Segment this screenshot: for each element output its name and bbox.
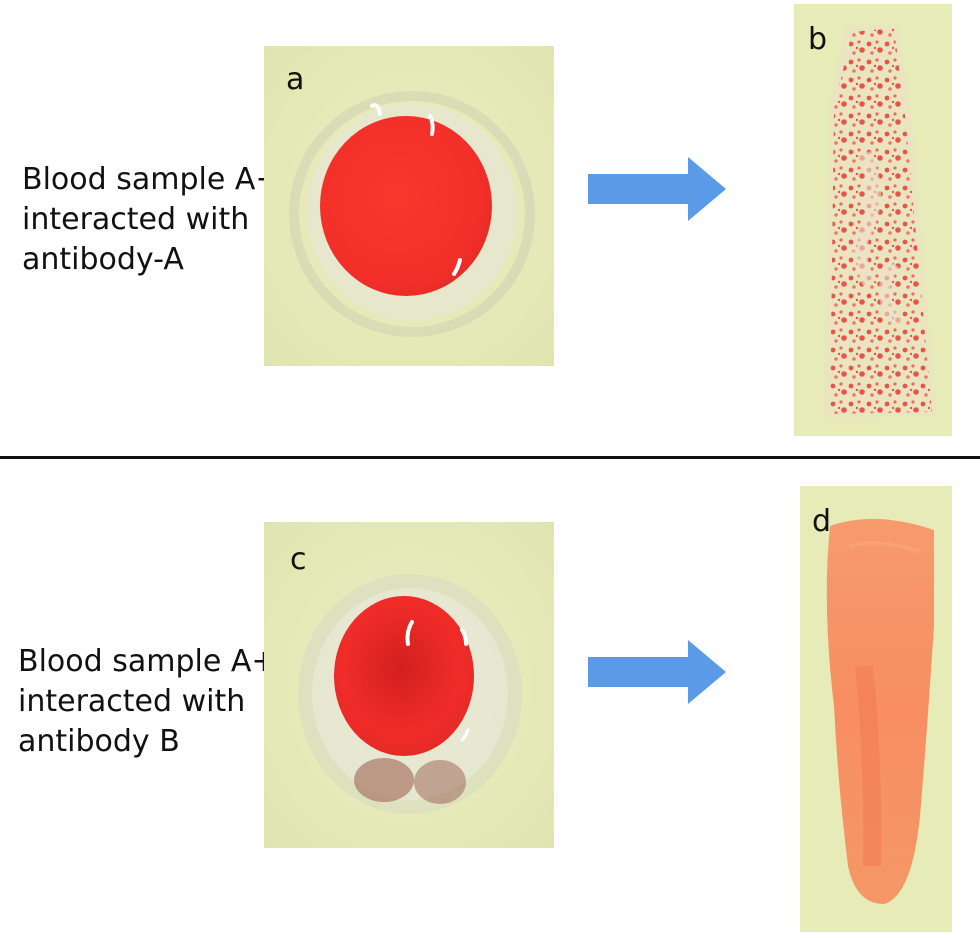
caption-bottom-line-3: antibody B <box>18 724 180 759</box>
row-divider <box>0 456 980 459</box>
arrow-right-icon <box>588 157 728 226</box>
photo-panel-d: d <box>800 486 952 932</box>
caption-bottom: Blood sample A+ interacted with antibody… <box>18 642 276 762</box>
caption-top: Blood sample A+ interacted with antibody… <box>22 160 280 280</box>
caption-top-line-2: interacted with <box>22 202 250 237</box>
panel-label-c: c <box>290 542 307 577</box>
caption-top-line-1: Blood sample A+ <box>22 162 281 197</box>
caption-bottom-line-1: Blood sample A+ <box>18 644 277 679</box>
panel-label-a: a <box>286 62 305 97</box>
panel-label-d: d <box>812 504 832 539</box>
photo-panel-c: c <box>264 522 554 848</box>
caption-top-line-3: antibody-A <box>22 242 184 277</box>
arrow-right-icon <box>588 640 728 709</box>
panel-label-b: b <box>808 22 828 57</box>
photo-panel-a: a <box>264 46 554 366</box>
caption-bottom-line-2: interacted with <box>18 684 246 719</box>
photo-panel-b: b <box>794 4 952 436</box>
